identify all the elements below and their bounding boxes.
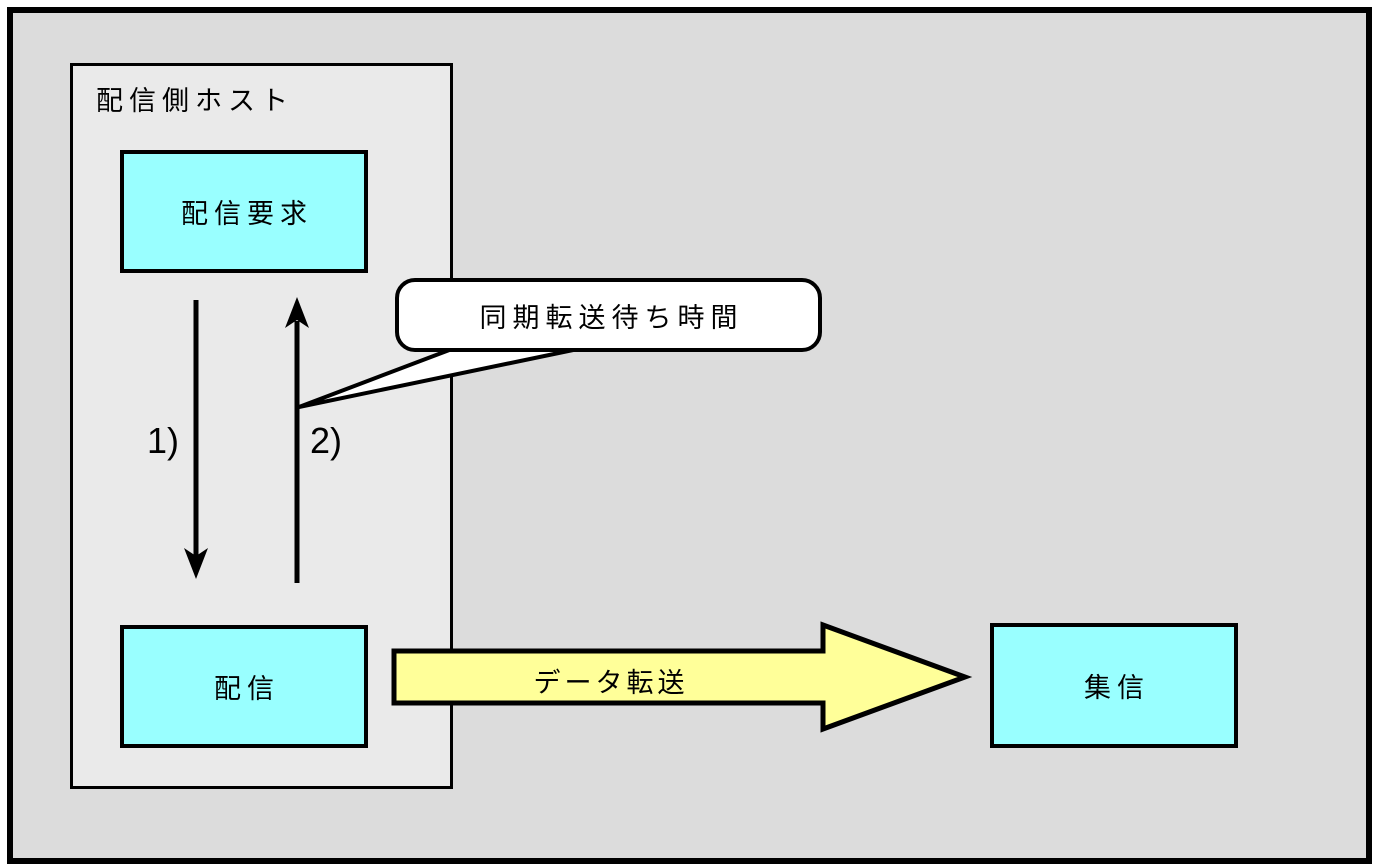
- receive-box: 集信: [990, 623, 1238, 748]
- sync-wait-callout: 同期転送待ち時間: [395, 278, 822, 352]
- request-box-label: 配信要求: [181, 199, 313, 229]
- sender-host-label: 配信側ホスト: [96, 86, 294, 116]
- request-box: 配信要求: [120, 150, 368, 273]
- step-1-label: 1): [147, 420, 180, 461]
- receive-box-label: 集信: [1084, 673, 1150, 703]
- data-transfer-label: データ転送: [533, 668, 689, 698]
- sync-wait-callout-label: 同期転送待ち時間: [479, 302, 744, 333]
- send-box-label: 配信: [214, 674, 280, 704]
- step-2-label: 2): [310, 420, 343, 461]
- send-box: 配信: [120, 625, 368, 748]
